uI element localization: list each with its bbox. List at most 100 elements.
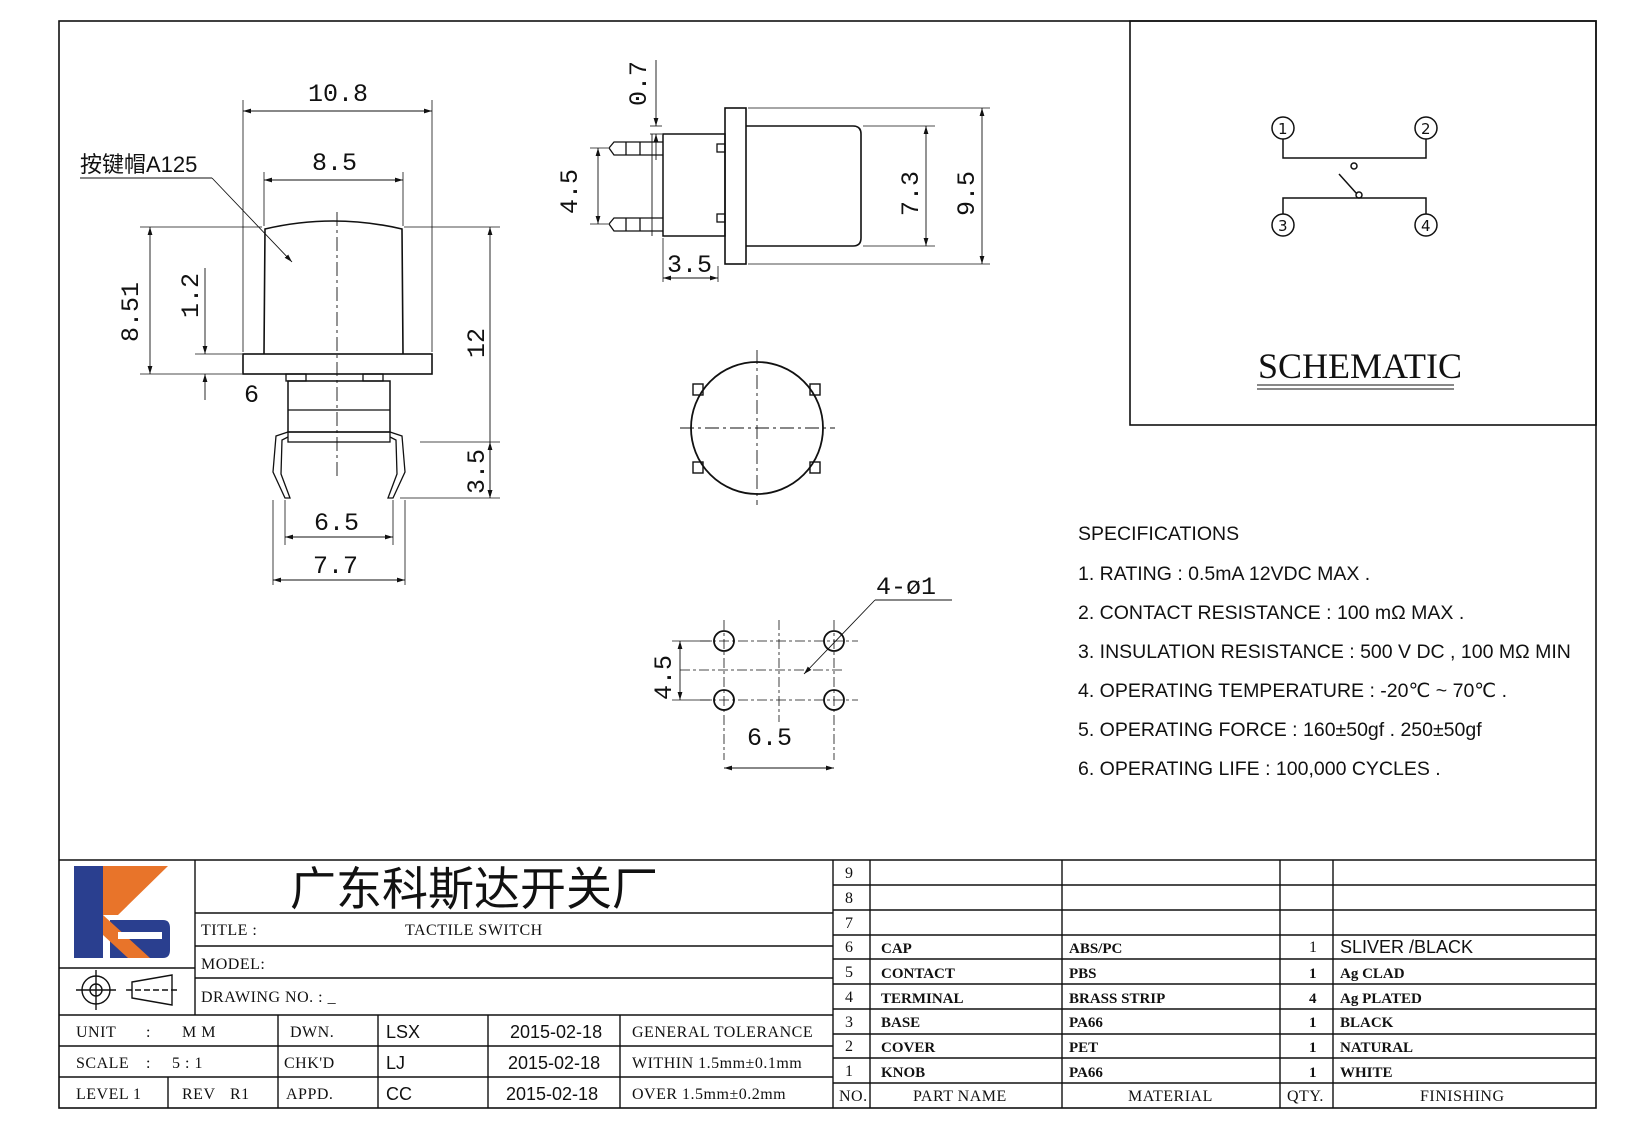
side-view [590,60,990,282]
bom-header-material: MATERIAL [1128,1088,1213,1105]
front-view [80,100,500,585]
dwn-label: DWN. [290,1024,334,1041]
dim-holes-spec: 4-ø1 [876,573,936,602]
bom-qty: 1 [1309,1015,1317,1031]
appd-date: 2015-02-18 [506,1084,598,1104]
spec-item: 1. RATING : 0.5mA 12VDC MAX . [1078,563,1370,585]
bom-part: CAP [881,941,912,957]
bom-header-part: PART NAME [913,1088,1007,1105]
bom-no: 7 [845,915,854,932]
bom-part: COVER [881,1040,935,1056]
dim-8-5: 8.5 [312,149,357,178]
scale-separator: : [146,1055,151,1072]
company-logo [74,866,170,958]
appd-label: APPD. [286,1086,333,1103]
table-row: 7 [845,915,854,932]
dim-6-5-base: 6.5 [314,509,359,538]
table-row: 8 [845,890,853,907]
table-row: 4 TERMINAL BRASS STRIP 4 Ag PLATED [845,989,1422,1007]
title-value: TACTILE SWITCH [405,922,543,939]
bom-finishing: Ag PLATED [1340,991,1422,1007]
table-row: 3 BASE PA66 1 BLACK [845,1014,1394,1031]
bom-no: 9 [845,865,854,882]
schematic-symbol [1271,116,1438,237]
table-row: 9 [845,865,854,882]
schematic-pin-4: 4 [1421,217,1431,235]
chk-label: CHK'D [284,1055,335,1072]
table-row: 1 KNOB PA66 1 WHITE [845,1063,1393,1081]
drawing-no-label: DRAWING NO. : _ [201,989,337,1006]
bom-no: 5 [845,964,854,981]
specifications-heading: SPECIFICATIONS [1078,523,1239,545]
bom-no: 4 [845,989,854,1006]
spec-item: 4. OPERATING TEMPERATURE : -20℃ ~ 70℃ . [1078,680,1507,702]
bom-finishing: NATURAL [1340,1040,1413,1056]
level-label: LEVEL 1 [76,1086,142,1103]
bom-material: PBS [1069,966,1097,982]
dim-1-2: 1.2 [177,273,206,318]
company-name: 广东科斯达开关厂 [290,862,658,916]
tolerance-over: OVER 1.5mm±0.2mm [632,1086,786,1103]
bom-finishing: BLACK [1340,1015,1394,1031]
unit-label: UNIT [76,1024,116,1041]
sheet-border [58,20,1597,1109]
bom-qty: 1 [1309,1065,1317,1081]
bom-finishing: Ag CLAD [1340,966,1405,982]
spec-item: 5. OPERATING FORCE : 160±50gf . 250±50gf [1078,719,1482,741]
schematic-pin-3: 3 [1278,217,1288,235]
bom-no: 6 [845,939,854,956]
tolerance-title: GENERAL TOLERANCE [632,1024,813,1041]
projection-symbol-icon [76,970,178,1010]
bom-material: PA66 [1069,1015,1103,1031]
appd-value: CC [386,1084,412,1104]
dim-3-5-leg: 3.5 [463,449,492,494]
schematic-pin-1: 1 [1278,120,1288,138]
bom-qty: 1 [1309,966,1317,982]
dim-0-7: 0.7 [625,61,654,106]
top-view [680,350,835,505]
scale-value: 5 : 1 [172,1055,203,1072]
tolerance-within: WITHIN 1.5mm±0.1mm [632,1055,802,1072]
dwn-value: LSX [386,1022,420,1042]
model-label: MODEL: [201,956,265,973]
table-row: 6 CAP ABS/PC 1 SLIVER /BLACK [845,937,1473,957]
bom-header-qty: QTY. [1287,1088,1324,1105]
dim-10-8: 10.8 [308,80,368,109]
dim-4-5-holes: 4.5 [650,655,679,700]
bom-qty: 1 [1309,1040,1317,1056]
bom-part: CONTACT [881,966,955,982]
rev-label: REV [182,1086,216,1103]
schematic-box [1129,20,1597,426]
bom-no: 1 [845,1063,854,1080]
bom-part: BASE [881,1015,920,1031]
spec-item: 2. CONTACT RESISTANCE : 100 mΩ MAX . [1078,602,1464,624]
dim-4-5-side: 4.5 [556,169,585,214]
unit-separator: : [146,1024,151,1041]
title-label: TITLE : [201,922,257,939]
bom-qty: 1 [1309,939,1318,956]
schematic-pin-2: 2 [1421,120,1431,138]
chk-value: LJ [386,1053,405,1073]
dim-7-7-base: 7.7 [313,552,358,581]
bom-material: ABS/PC [1069,941,1122,957]
bom-material: PA66 [1069,1065,1103,1081]
bom-no: 2 [845,1038,854,1055]
title-block-grid [59,859,1596,1108]
bom-material: PET [1069,1040,1098,1056]
bom-rows: 9 8 7 6 CAP ABS/PC 1 SLIVER /BLACK 5 CON… [839,865,1505,1105]
bom-header-row: NO. PART NAME MATERIAL QTY. FINISHING [839,1088,1505,1105]
dwn-date: 2015-02-18 [510,1022,602,1042]
bom-header-finishing: FINISHING [1420,1088,1505,1105]
bom-qty: 4 [1309,991,1317,1007]
dim-6-5-holes: 6.5 [747,724,792,753]
dim-9-5: 9.5 [953,171,982,216]
dim-3-5-side: 3.5 [667,251,712,280]
bom-part: TERMINAL [881,991,964,1007]
bom-finishing: SLIVER /BLACK [1340,937,1473,957]
pcb-hole-pattern [672,599,952,771]
bom-part: KNOB [881,1065,925,1081]
dim-6: 6 [244,381,259,410]
bom-no: 3 [845,1014,854,1031]
scale-label: SCALE [76,1055,129,1072]
